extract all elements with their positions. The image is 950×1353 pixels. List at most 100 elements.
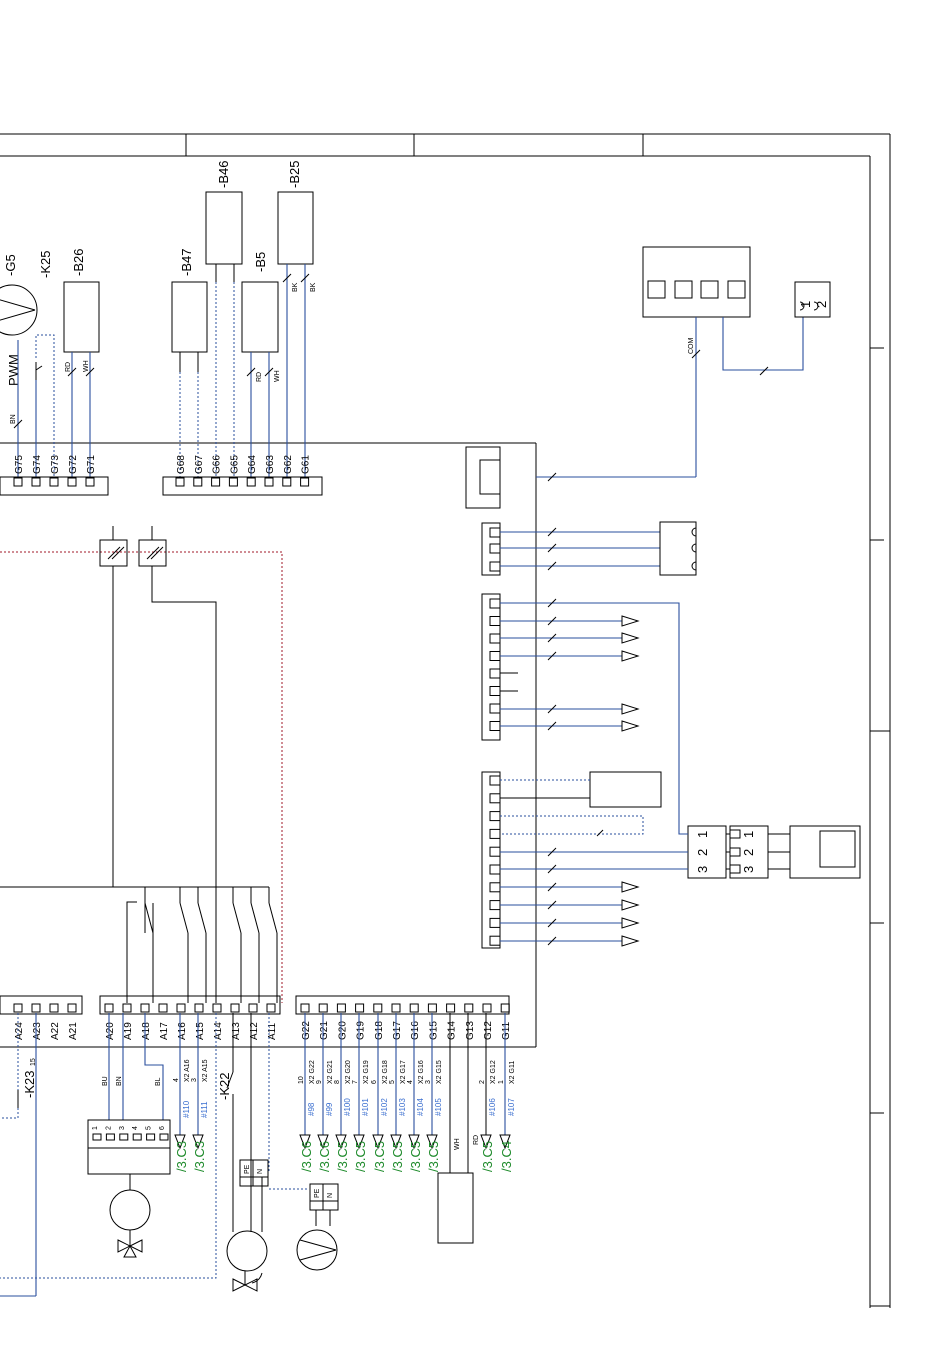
b5-label: -B5 (253, 252, 268, 272)
x2-number: 9 (316, 1080, 323, 1084)
output-arrow (621, 703, 640, 715)
terminal-pad (336, 1003, 346, 1013)
wire-color-bn: BN (10, 414, 17, 424)
terminal-label: G12 (483, 1021, 494, 1040)
x2-number: 6 (371, 1080, 378, 1084)
wire-slash (547, 900, 557, 910)
terminal-label: G72 (68, 455, 79, 474)
wire-color-com: COM (688, 338, 695, 355)
terminal-label: A23 (32, 1022, 43, 1040)
plug-pin-2: 2 (741, 849, 756, 856)
terminal-label: G18 (374, 1021, 385, 1040)
terminal-pad (13, 1003, 23, 1013)
connector-pad (489, 900, 501, 911)
link-ref: #103 (398, 1098, 407, 1116)
x2-number: 8 (334, 1080, 341, 1084)
terminal-pad (300, 477, 310, 487)
wire-slash (547, 633, 557, 643)
connector-pin-1: 1 (798, 301, 813, 308)
motor-pin (132, 1133, 142, 1141)
page-ref: /3.C5 (372, 1141, 387, 1172)
connector-pad (489, 882, 501, 893)
wire-slash (547, 651, 557, 661)
plug-pin-1: 1 (695, 831, 710, 838)
cable-arrow (426, 1134, 438, 1150)
terminal-pad (230, 1003, 240, 1013)
terminal-pad (446, 1003, 456, 1013)
wire-slash (547, 918, 557, 928)
b25-label: -B25 (287, 161, 302, 188)
output-arrow (621, 935, 640, 947)
x2-number: 4 (407, 1080, 414, 1084)
controller-board (0, 442, 537, 1048)
plug-pin-3: 3 (695, 866, 710, 873)
connector-3pin-top (481, 521, 697, 576)
terminal-label: G66 (212, 455, 223, 474)
motor-pin (119, 1133, 129, 1141)
wire-color-rd: RD (473, 1135, 480, 1145)
cable-arrow (372, 1134, 384, 1150)
terminal-pad (67, 477, 77, 487)
connector-pad (489, 651, 501, 661)
relay-k23: -K23 15 (0, 1013, 37, 1297)
sensor-b46: -B46 (205, 161, 243, 478)
terminal-pad (464, 1003, 474, 1013)
link-ref: #101 (361, 1098, 370, 1116)
terminal-pad (67, 1003, 77, 1013)
terminal-pad (282, 477, 292, 487)
wire-color-wh: WH (83, 360, 90, 372)
terminal-pad (49, 1003, 59, 1013)
terminal-label: G16 (410, 1021, 421, 1040)
sensor-b5: -B5 RD WH (241, 252, 281, 478)
terminal-label: G64 (247, 455, 258, 474)
x2-number: 3 (425, 1080, 432, 1084)
cable-arrow (480, 1134, 492, 1150)
x2-label: X2 G16 (418, 1060, 425, 1084)
connector-pad (489, 686, 501, 696)
terminal-label: A21 (68, 1022, 79, 1040)
motor-pin (159, 1133, 169, 1141)
sensor-box-bottom: WH RD (437, 1013, 480, 1244)
motor-pin-label: 5 (146, 1126, 153, 1130)
link-ref: #106 (488, 1098, 497, 1116)
page-ref: /3.C5 (353, 1141, 368, 1172)
terminal-label: G62 (283, 455, 294, 474)
page-ref: /3.C5 (480, 1141, 495, 1172)
g5-label: -G5 (3, 254, 18, 276)
link-ref: #107 (507, 1098, 516, 1116)
terminal-pad (409, 1003, 419, 1013)
link-ref: #100 (343, 1098, 352, 1116)
connector-pad (489, 811, 501, 822)
page-ref: /3.C4 (499, 1141, 514, 1172)
output-arrow (621, 720, 640, 732)
page-ref: /3.C5 (390, 1141, 405, 1172)
page-ref: /3.C6 (317, 1141, 332, 1172)
x2-number: 3 (191, 1078, 198, 1082)
wire-color-bk: BK (292, 282, 299, 292)
terminal-pad (482, 1003, 492, 1013)
terminal-pad (85, 477, 95, 487)
cable-arrow (335, 1134, 347, 1150)
connector-pad (489, 598, 501, 609)
x2-label: X2 A15 (202, 1059, 209, 1082)
terminal-pad (373, 1003, 383, 1013)
cable-arrow (408, 1134, 420, 1150)
terminal-label: G63 (265, 455, 276, 474)
terminal-pad (49, 477, 59, 487)
terminal-label: G71 (86, 455, 97, 474)
terminal-pad (300, 1003, 310, 1013)
output-arrow (621, 632, 640, 644)
terminal-label: A13 (231, 1022, 242, 1040)
b47-label: -B47 (179, 249, 194, 276)
wire-color-rd: RD (256, 372, 263, 382)
terminal-pad (31, 1003, 41, 1013)
terminal-label: A14 (213, 1022, 224, 1040)
terminal-label: G11 (501, 1021, 512, 1040)
plug-pin-1: 1 (741, 831, 756, 838)
wire-color-bk: BK (310, 282, 317, 292)
n-label: N (327, 1193, 334, 1198)
x2-label: X2 G20 (345, 1060, 352, 1084)
